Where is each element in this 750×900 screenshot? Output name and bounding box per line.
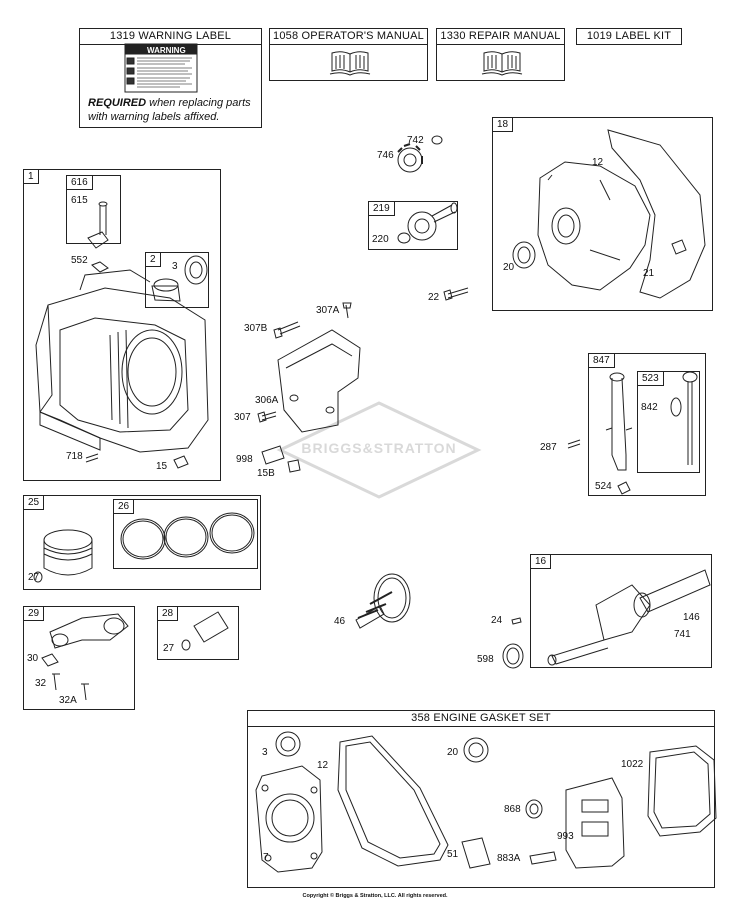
- group-2-box: 2: [145, 252, 209, 308]
- repair-manual-title: 1330 REPAIR MANUAL: [437, 29, 564, 45]
- part-842-label: 842: [641, 402, 658, 413]
- cylinder-shroud-drawing: [277, 329, 361, 433]
- part-32-label: 32: [35, 678, 47, 689]
- part-21-label: 21: [643, 268, 655, 279]
- part-12-label: 12: [317, 760, 329, 771]
- part-20-label: 20: [503, 262, 515, 273]
- repair-manual-box: 1330 REPAIR MANUAL: [436, 28, 565, 81]
- copyright-notice: Copyright © Briggs & Stratton, LLC. All …: [302, 893, 448, 899]
- engine-gasket-set-box: 358 ENGINE GASKET SET: [247, 710, 715, 888]
- group-18-tag: 18: [493, 118, 514, 132]
- part-12-label: 12: [592, 157, 604, 168]
- part-51-label: 51: [447, 849, 459, 860]
- part-307a-label: 307A: [316, 305, 340, 316]
- group-523-box: 523: [637, 371, 700, 473]
- part-552-label: 552: [71, 255, 88, 266]
- group-28-box: 28: [157, 606, 239, 660]
- warning-label-kit-box: 1319 WARNING LABEL WARNING REQUIRED when…: [79, 28, 262, 128]
- group-26-box: 26: [113, 499, 258, 569]
- group-616-box: 616: [66, 175, 121, 244]
- part-741-label: 741: [674, 629, 691, 640]
- group-847-box: 847: [588, 353, 706, 496]
- part-24-label: 24: [491, 615, 503, 626]
- warning-sticker-title: WARNING: [147, 46, 186, 55]
- group-616-tag: 616: [67, 176, 93, 190]
- part-27-label: 27: [163, 643, 175, 654]
- part-307b-label: 307B: [244, 323, 268, 334]
- part-524-label: 524: [595, 481, 612, 492]
- part-15b-label: 15B: [257, 468, 275, 479]
- warning-label-kit-title: 1319 WARNING LABEL: [80, 29, 261, 45]
- group-29-box: 29: [23, 606, 135, 710]
- group-25-tag: 25: [24, 496, 45, 510]
- group-219-box: 219: [368, 201, 458, 250]
- group-16-box: 16: [530, 554, 712, 668]
- group-28-tag: 28: [158, 607, 179, 621]
- label-kit-title: 1019 LABEL KIT: [586, 30, 672, 42]
- part-146-label: 146: [683, 612, 700, 623]
- part-742-label: 742: [407, 135, 424, 146]
- part-220-label: 220: [372, 234, 389, 245]
- part-307-label: 307: [234, 412, 251, 423]
- part-27-label: 27: [28, 572, 40, 583]
- brand-watermark: BRIGGS&STRATTON: [301, 440, 457, 456]
- part-3-label: 3: [262, 747, 268, 758]
- group-25-box: 25: [23, 495, 261, 590]
- part-868-label: 868: [504, 804, 521, 815]
- required-note: REQUIRED when replacing parts with warni…: [88, 97, 251, 123]
- group-26-tag: 26: [114, 500, 135, 514]
- part-15-label: 15: [156, 461, 168, 472]
- part-998-label: 998: [236, 454, 253, 465]
- part-598-label: 598: [477, 654, 494, 665]
- group-1-box: 1: [23, 169, 221, 481]
- part-20-label: 20: [447, 747, 459, 758]
- group-2-tag: 2: [146, 253, 161, 267]
- group-1-tag: 1: [24, 170, 39, 184]
- part-7-label: 7: [263, 852, 269, 863]
- part-746-label: 746: [377, 150, 394, 161]
- part-3-label: 3: [172, 261, 178, 272]
- group-523-tag: 523: [638, 372, 664, 386]
- operators-manual-box: 1058 OPERATOR'S MANUAL: [269, 28, 428, 81]
- group-18-box: 18: [492, 117, 713, 311]
- part-287-label: 287: [540, 442, 557, 453]
- part-46-label: 46: [334, 616, 346, 627]
- group-16-tag: 16: [531, 555, 552, 569]
- part-22-label: 22: [428, 292, 440, 303]
- part-718-label: 718: [66, 451, 83, 462]
- book-icon: [481, 51, 523, 76]
- operators-manual-title: 1058 OPERATOR'S MANUAL: [270, 29, 427, 45]
- part-30-label: 30: [27, 653, 39, 664]
- part-1022-label: 1022: [621, 759, 644, 770]
- label-kit-box: 1019 LABEL KIT: [576, 28, 682, 45]
- book-icon: [329, 51, 371, 76]
- group-29-tag: 29: [24, 607, 45, 621]
- part-615-label: 615: [71, 195, 88, 206]
- engine-gasket-set-title: 358 ENGINE GASKET SET: [248, 711, 714, 727]
- group-847-tag: 847: [589, 354, 615, 368]
- part-993-label: 993: [557, 831, 574, 842]
- part-306a-label: 306A: [255, 395, 279, 406]
- camshaft-drawing: [355, 573, 411, 629]
- part-32a-label: 32A: [59, 695, 77, 706]
- part-883a-label: 883A: [497, 853, 521, 864]
- group-219-tag: 219: [369, 202, 395, 216]
